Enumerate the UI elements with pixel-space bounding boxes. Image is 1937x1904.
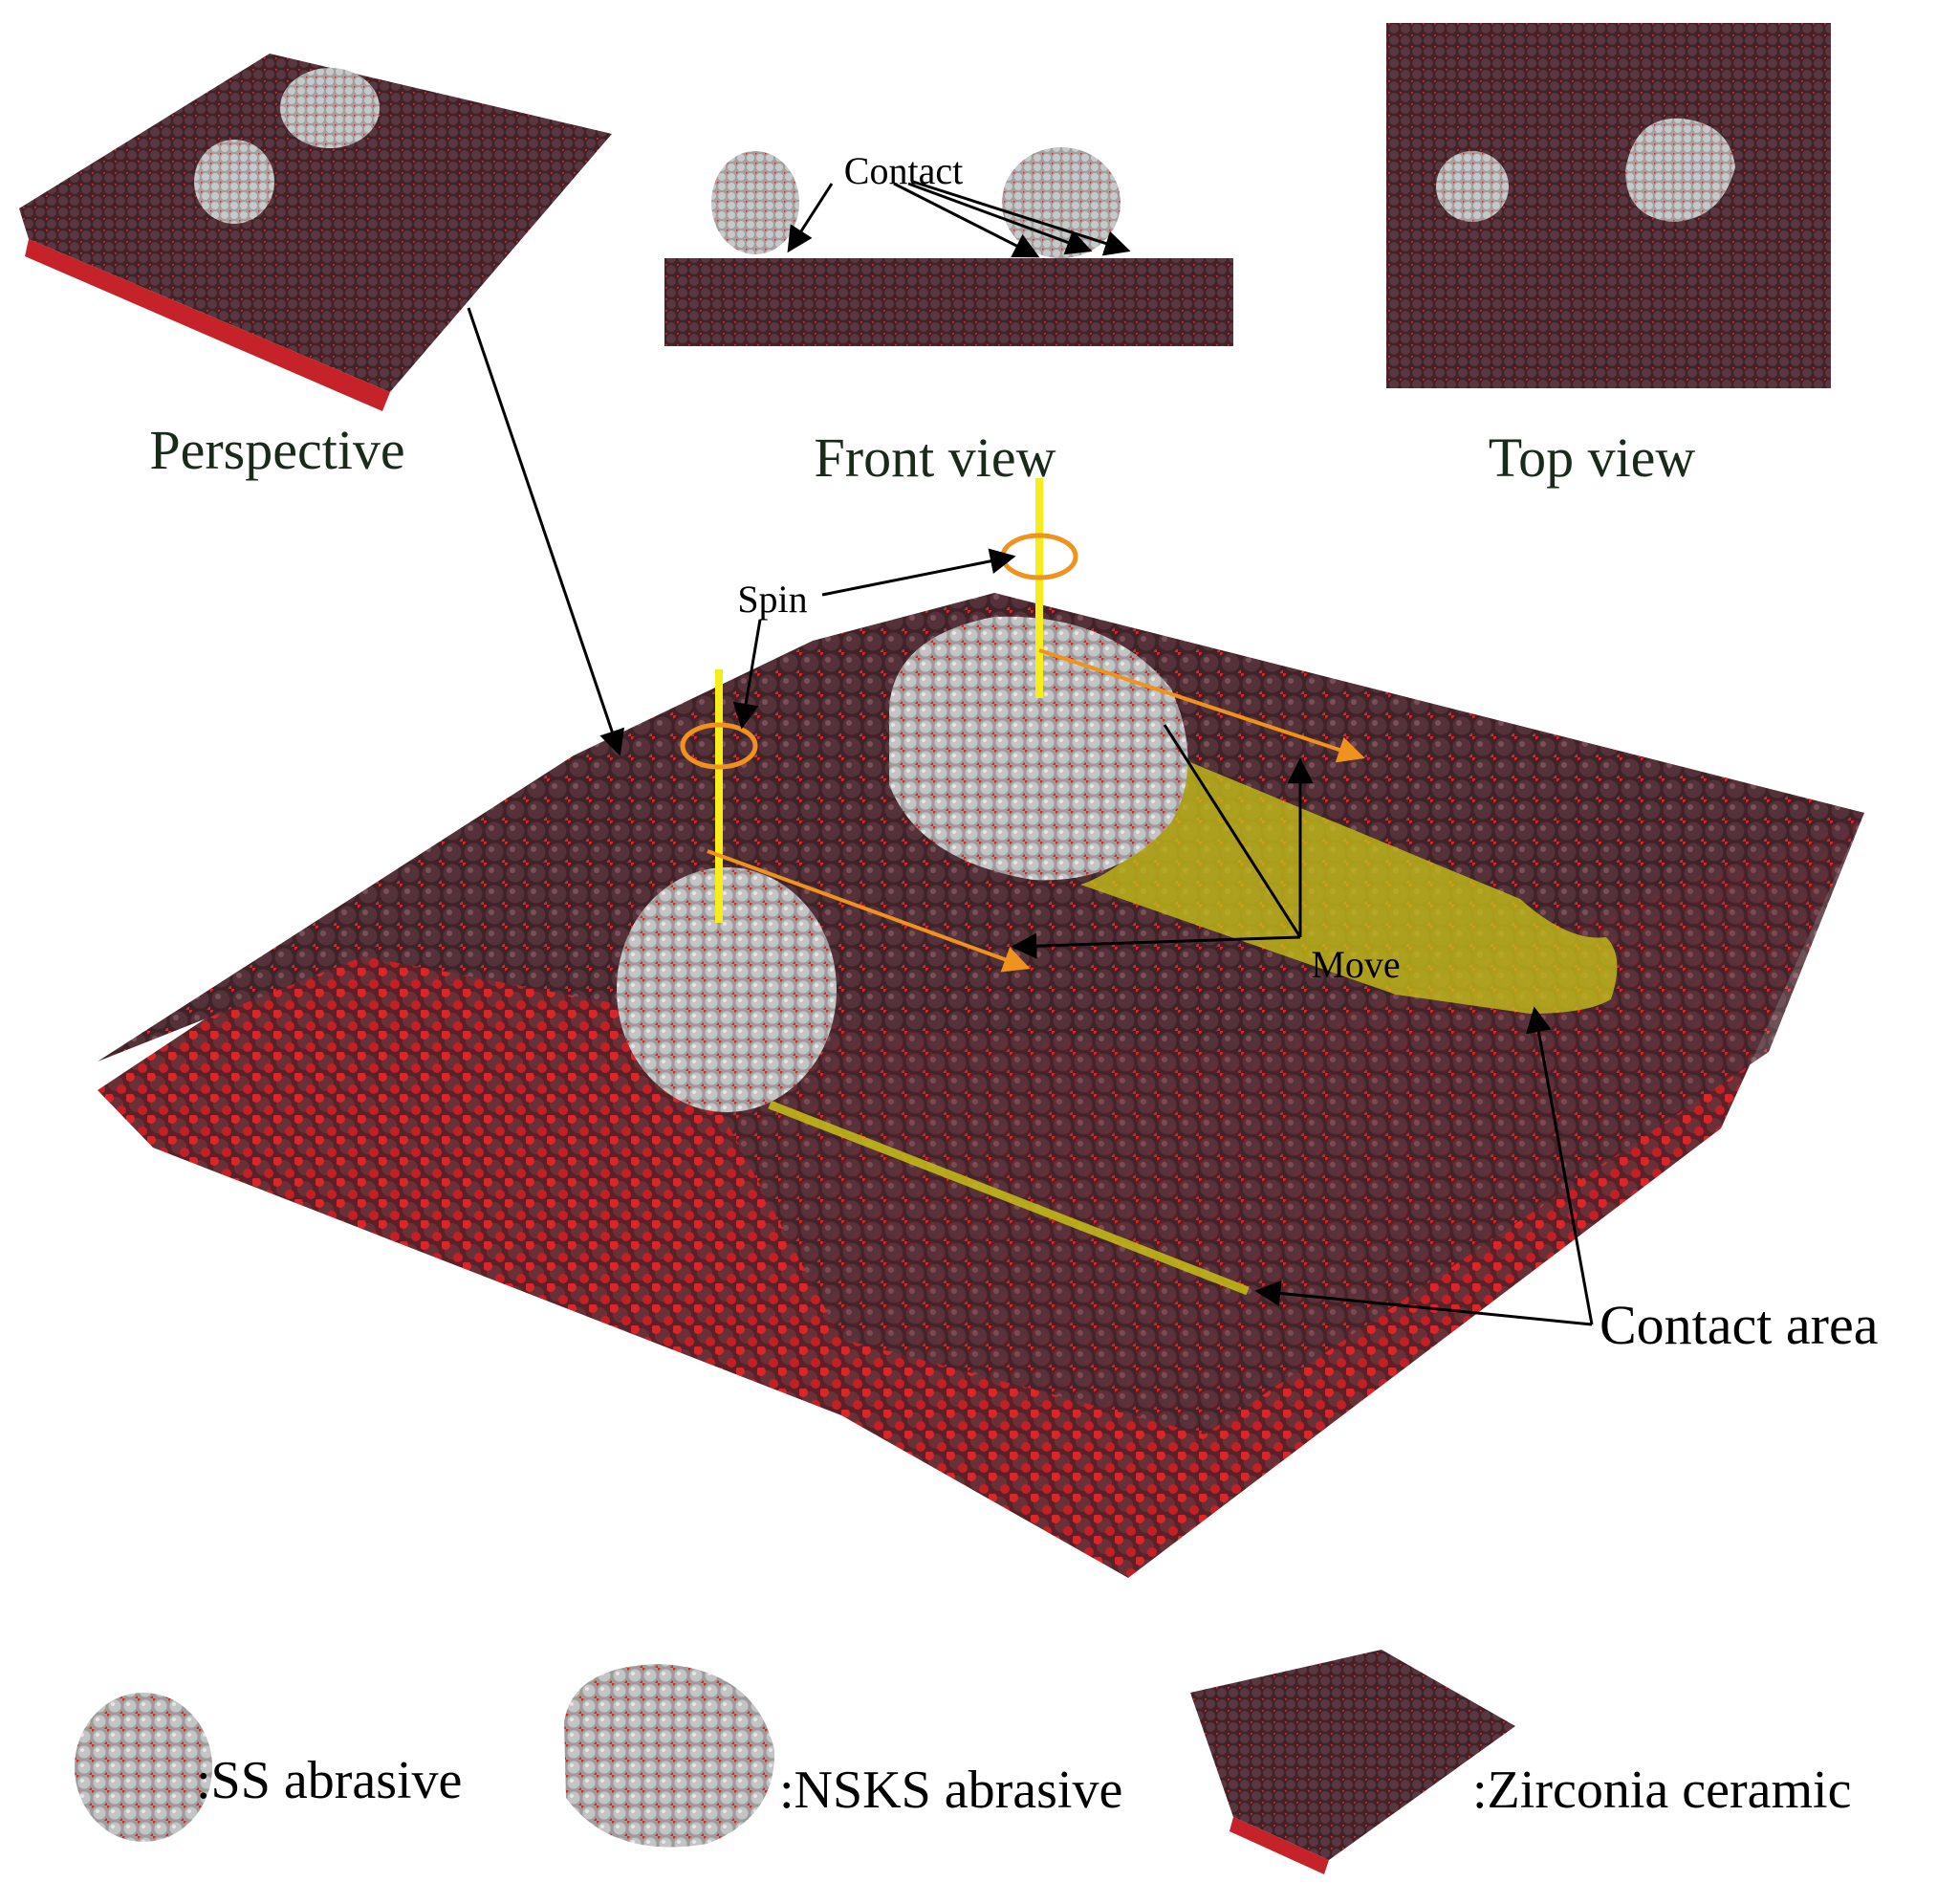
- perspective-substrate-edge: [25, 239, 390, 411]
- contact-area-leader-2: [1526, 1006, 1594, 1325]
- front-view-label: Front view: [815, 427, 1056, 489]
- move-leader-left: [1011, 932, 1301, 959]
- main-nsks-abrasive: [889, 616, 1188, 881]
- top-view-label: Top view: [1489, 427, 1696, 489]
- spin-leader-2: [732, 619, 762, 730]
- legend-zirconia-label: :Zirconia ceramic: [1472, 1761, 1851, 1820]
- leader-lines: [467, 180, 1594, 1326]
- top-ss-abrasive: [1436, 151, 1509, 222]
- top-view-inset: [1386, 23, 1831, 388]
- legend: :SS abrasive :NSKS abrasive :Zirconia ce…: [75, 1650, 1851, 1874]
- contact-area-trail: [1080, 760, 1618, 1014]
- ss-move-arrow: [707, 849, 1031, 973]
- contact-area-leader-1: [1254, 1280, 1593, 1326]
- legend-ss-swatch: [75, 1693, 212, 1842]
- legend-ss-label: :SS abrasive: [196, 1751, 462, 1810]
- legend-zirconia-swatch: [1190, 1650, 1515, 1860]
- legend-nsks-swatch: [564, 1664, 775, 1848]
- main-substrate: [98, 593, 1864, 1578]
- ss-spin-ring: [680, 722, 758, 770]
- contact-leader-1: [787, 183, 834, 253]
- perspective-nsks-abrasive: [280, 68, 380, 148]
- legend-nsks-label: :NSKS abrasive: [779, 1761, 1122, 1820]
- perspective-substrate: [19, 54, 612, 392]
- contact-area-label: Contact area: [1600, 1294, 1878, 1356]
- perspective-ss-abrasive: [194, 140, 274, 224]
- front-substrate: [664, 258, 1233, 346]
- front-ss-abrasive: [711, 151, 799, 254]
- move-label: Move: [1311, 943, 1400, 986]
- contact-label: Contact: [844, 149, 963, 192]
- top-nsks-abrasive: [1625, 118, 1735, 222]
- contact-leader-3: [907, 182, 1093, 255]
- move-leader-diag: [1163, 724, 1302, 938]
- front-view-inset: [664, 147, 1233, 346]
- legend-zirconia-edge: [1230, 1817, 1329, 1874]
- perspective-inset: [19, 54, 612, 411]
- perspective-leader: [467, 307, 624, 756]
- contact-area-line: [768, 1100, 1250, 1296]
- spin-label: Spin: [737, 578, 807, 621]
- perspective-label: Perspective: [149, 419, 404, 481]
- contact-leader-2: [893, 182, 1040, 258]
- spin-leader-1: [821, 548, 1016, 597]
- contact-leader-4: [912, 180, 1131, 256]
- main-ss-abrasive: [617, 867, 837, 1112]
- nsks-move-arrow: [1038, 648, 1365, 763]
